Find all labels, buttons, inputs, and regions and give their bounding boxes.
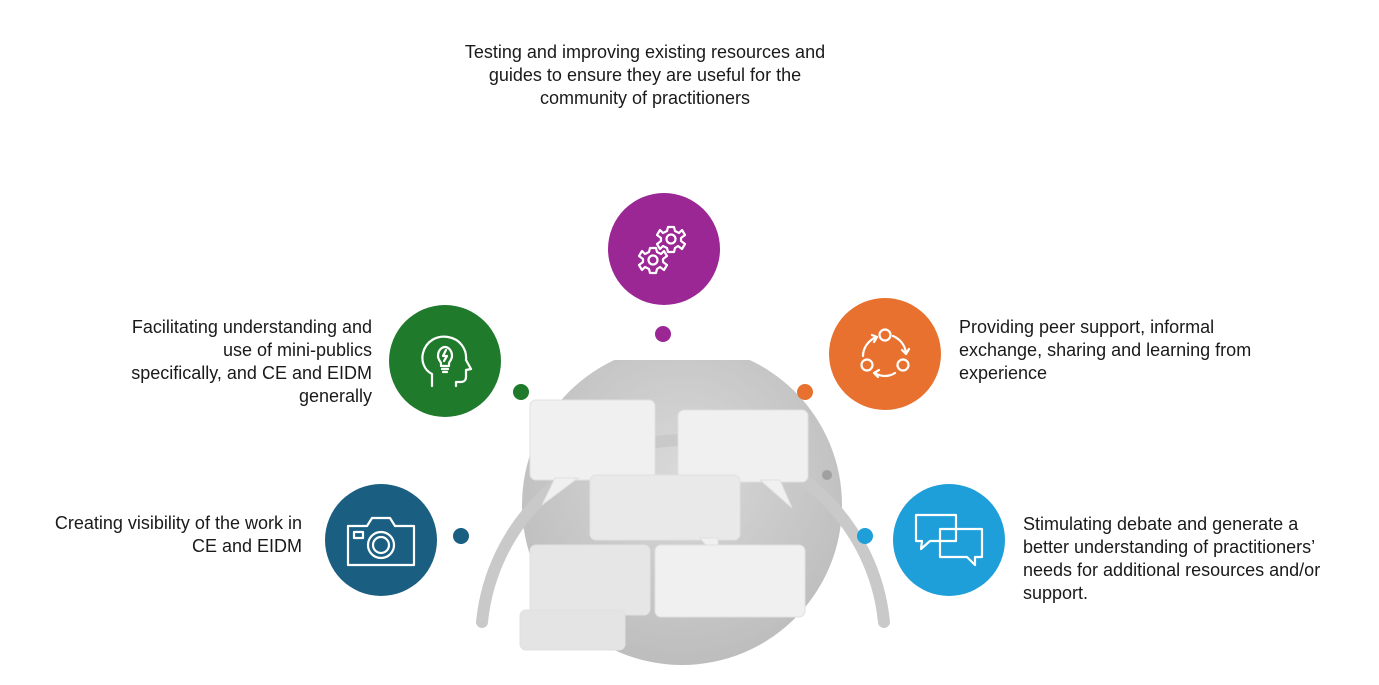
item-testing-resources-circle: [608, 193, 720, 305]
head-lightbulb-icon: [421, 335, 473, 388]
item-stimulating-debate-text: Stimulating debate and generate a better…: [1023, 514, 1321, 603]
item-creating-visibility-text: Creating visibility of the work in CE an…: [54, 513, 302, 556]
item-testing-resources-text: Testing and improving existing resources…: [464, 42, 826, 108]
item-creating-visibility-circle: [325, 484, 437, 596]
item-stimulating-debate-dot: [857, 528, 873, 544]
central-speech-bubbles-image: [476, 360, 890, 665]
item-facilitating-understanding-text: Facilitating understanding and use of mi…: [131, 317, 372, 406]
item-peer-support-text: Providing peer support, informal exchang…: [959, 317, 1252, 383]
item-facilitating-understanding-dot: [513, 384, 529, 400]
cycle-arrows-icon: [860, 328, 911, 379]
item-facilitating-understanding-circle: [389, 305, 501, 417]
camera-icon: [346, 516, 416, 567]
gears-icon: [637, 225, 687, 275]
item-peer-support-dot: [797, 384, 813, 400]
speech-bubbles-icon: [914, 513, 984, 567]
item-creating-visibility-dot: [453, 528, 469, 544]
item-peer-support-circle: [829, 298, 941, 410]
item-testing-resources-dot: [655, 326, 671, 342]
item-stimulating-debate-circle: [893, 484, 1005, 596]
